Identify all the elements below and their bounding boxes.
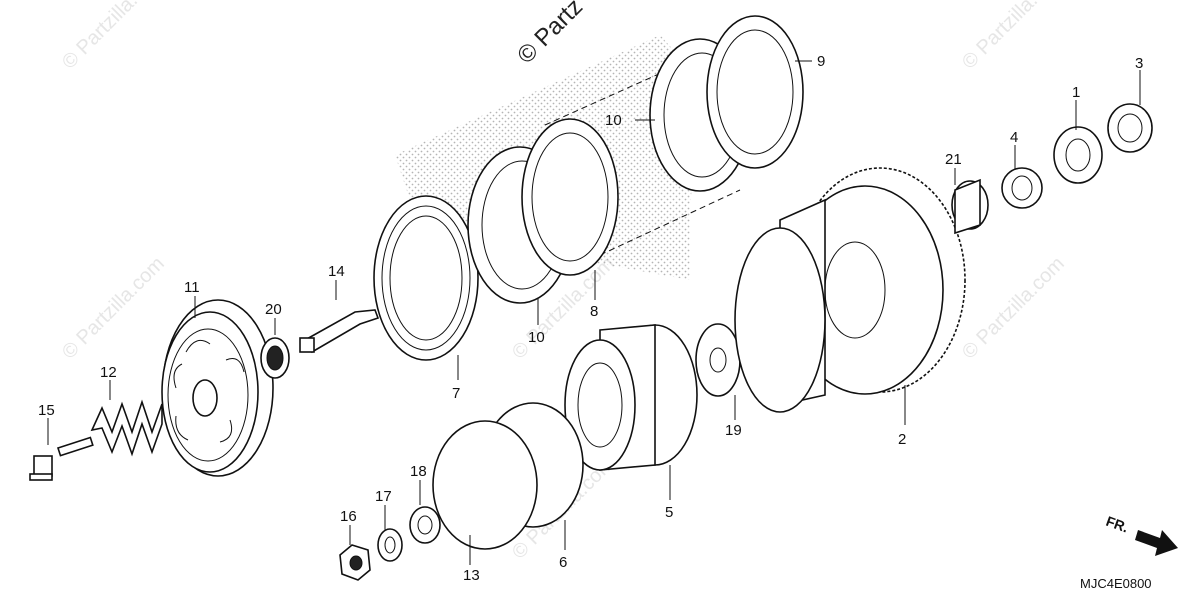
front-arrow-icon: [1135, 530, 1178, 556]
clutch-outer[interactable]: [734, 167, 966, 413]
callout-19[interactable]: 19: [725, 422, 742, 439]
clutch-center[interactable]: [564, 324, 698, 471]
callouts: 1 2 3 4 5 6 7 8 9 10 10 11 12 13 14 15 1…: [38, 53, 1143, 584]
callout-13[interactable]: 13: [463, 567, 480, 584]
callout-16[interactable]: 16: [340, 508, 357, 525]
callout-11[interactable]: 11: [184, 279, 200, 296]
callout-3[interactable]: 3: [1135, 55, 1143, 72]
callout-17[interactable]: 17: [375, 488, 392, 505]
watermark-text: © Partzilla.com: [58, 0, 169, 74]
lifter-bearing[interactable]: [260, 337, 290, 379]
lifter-bolt[interactable]: [29, 436, 94, 481]
callout-15[interactable]: 15: [38, 402, 55, 419]
callout-10b[interactable]: 10: [528, 329, 545, 346]
watermark-text: © Partzilla.com: [58, 253, 169, 364]
watermark-text: © Partzilla.com: [958, 0, 1069, 74]
friction-disc[interactable]: [706, 15, 804, 169]
callout-21[interactable]: 21: [945, 151, 962, 168]
diagram-code: MJC4E0800: [1080, 576, 1152, 591]
callout-1[interactable]: 1: [1072, 84, 1080, 101]
friction-disc[interactable]: [521, 118, 619, 276]
lock-nut[interactable]: [339, 544, 371, 581]
callout-8[interactable]: 8: [590, 303, 598, 320]
clutch-spring[interactable]: [90, 399, 163, 457]
callout-4[interactable]: 4: [1010, 129, 1018, 146]
callout-20[interactable]: 20: [265, 301, 282, 318]
thrust-washer[interactable]: [695, 323, 741, 397]
callout-10a[interactable]: 10: [605, 112, 622, 129]
lock-washer[interactable]: [377, 528, 403, 562]
front-indicator: FR.: [1104, 513, 1178, 556]
needle-bearing[interactable]: [951, 178, 989, 235]
bushing[interactable]: [1107, 103, 1153, 153]
front-indicator-label: FR.: [1104, 513, 1131, 536]
callout-2[interactable]: 2: [898, 431, 906, 448]
callout-12[interactable]: 12: [100, 364, 117, 381]
drive-sprocket[interactable]: [1053, 126, 1103, 184]
plain-washer[interactable]: [409, 506, 441, 544]
callout-6[interactable]: 6: [559, 554, 567, 571]
callout-5[interactable]: 5: [665, 504, 673, 521]
outer-guide-collar[interactable]: [1001, 167, 1043, 209]
callout-18[interactable]: 18: [410, 463, 427, 480]
leader-lines: [47, 60, 1141, 565]
watermark-main: © Partz: [512, 0, 588, 69]
watermark-text: © Partzilla.com: [958, 253, 1069, 364]
callout-9[interactable]: 9: [817, 53, 825, 70]
callout-14[interactable]: 14: [328, 263, 345, 280]
pressure-plate[interactable]: [161, 299, 274, 477]
lifter-rod[interactable]: [299, 309, 380, 354]
judder-seat[interactable]: [432, 420, 538, 550]
callout-7[interactable]: 7: [452, 385, 460, 402]
friction-disc[interactable]: [373, 195, 479, 361]
